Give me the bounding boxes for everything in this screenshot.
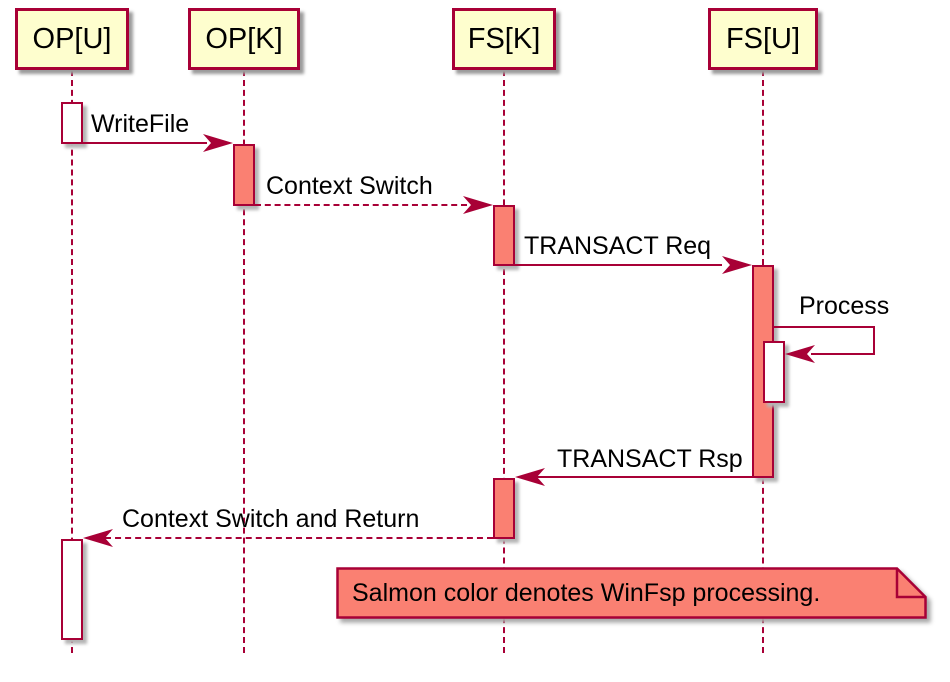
arrowhead-left-icon	[515, 468, 545, 486]
arrowhead-right-icon	[203, 134, 233, 152]
activation-fsk-1	[493, 205, 515, 266]
message-process-line-right	[873, 326, 875, 355]
message-transact-req-label: TRANSACT Req	[524, 232, 712, 260]
participant-fsu-label: FS[U]	[725, 22, 801, 55]
message-transact-rsp-label: TRANSACT Rsp	[557, 445, 743, 473]
activation-opu-2	[61, 539, 83, 640]
message-process-label: Process	[799, 292, 890, 320]
participant-fsu: FS[U]	[708, 8, 818, 70]
participant-fsk: FS[K]	[452, 8, 556, 70]
lifeline-opk	[243, 70, 245, 653]
arrowhead-left-icon	[785, 345, 815, 363]
lifeline-fsk	[503, 70, 505, 653]
lifeline-opu	[71, 70, 73, 653]
arrowhead-left-icon	[83, 529, 113, 547]
message-context-switch-label: Context Switch	[266, 172, 433, 200]
participant-opk: OP[K]	[188, 8, 300, 70]
message-transact-req-line	[515, 264, 722, 266]
note-text: Salmon color denotes WinFsp processing.	[352, 578, 821, 607]
activation-fsu-nested	[763, 341, 785, 403]
activation-fsk-2	[493, 478, 515, 539]
activation-opk	[233, 144, 255, 206]
arrowhead-right-icon	[722, 256, 752, 274]
message-writefile-label: WriteFile	[91, 110, 190, 138]
message-transact-rsp-line	[536, 476, 752, 478]
message-process-line-bottom	[811, 353, 875, 355]
note-shape	[336, 567, 927, 619]
participant-opu: OP[U]	[15, 8, 129, 70]
arrowhead-right-icon	[463, 196, 493, 214]
participant-fsk-label: FS[K]	[467, 22, 541, 55]
message-context-return-line	[105, 537, 493, 539]
message-writefile-line	[83, 142, 207, 144]
message-process-line-top	[774, 326, 875, 328]
participant-opk-label: OP[K]	[205, 22, 283, 55]
participant-opu-label: OP[U]	[32, 22, 112, 55]
message-context-return-label: Context Switch and Return	[122, 505, 420, 533]
activation-opu-1	[61, 102, 83, 144]
message-context-switch-line	[255, 204, 467, 206]
